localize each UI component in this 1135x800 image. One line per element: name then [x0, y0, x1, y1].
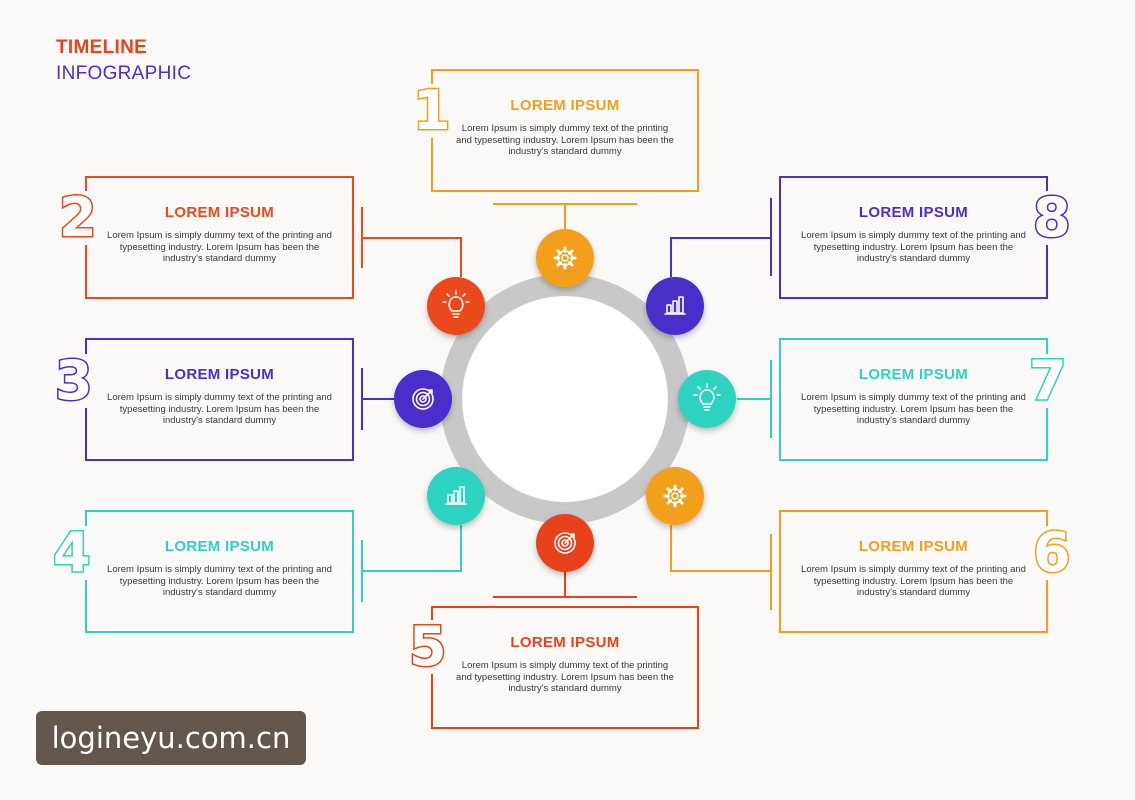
step-circle-2 — [427, 277, 485, 335]
step-number-1: 1 — [412, 79, 453, 142]
step-circle-8 — [646, 277, 704, 335]
lightbulb-icon — [442, 290, 470, 318]
step-title-8: LOREM IPSUM — [858, 204, 969, 221]
step-number-3: 3 — [54, 349, 95, 412]
step-box-4: LOREM IPSUM Lorem Ipsum is simply dummy t… — [85, 510, 354, 633]
step-number-7: 7 — [1028, 349, 1069, 412]
connector-8 — [670, 198, 772, 277]
step-body-2: Lorem Ipsum is simply dummy text of the … — [107, 230, 332, 264]
target-icon — [412, 388, 434, 410]
step-node-7 — [678, 370, 736, 428]
step-circle-4 — [427, 467, 485, 525]
connector-5 — [493, 572, 637, 598]
gear-icon — [663, 484, 687, 508]
step-title-5: LOREM IPSUM — [510, 634, 620, 651]
step-number-8: 8 — [1032, 186, 1073, 249]
step-title-3: LOREM IPSUM — [164, 366, 275, 383]
step-box-5: LOREM IPSUM Lorem Ipsum is simply dummy t… — [431, 606, 699, 729]
step-number-2: 2 — [58, 186, 99, 249]
step-title-7: LOREM IPSUM — [858, 366, 969, 383]
step-box-6: LOREM IPSUM Lorem Ipsum is simply dummy t… — [779, 510, 1048, 633]
watermark-label: logineyu.com.cn — [36, 711, 306, 765]
bar-chart-icon — [664, 296, 686, 315]
step-body-5: Lorem Ipsum is simply dummy text of the … — [456, 660, 674, 694]
step-box-2: LOREM IPSUM Lorem Ipsum is simply dummy t… — [85, 176, 354, 299]
step-body-1: Lorem Ipsum is simply dummy text of the … — [456, 123, 674, 157]
lightbulb-icon — [693, 383, 721, 411]
step-node-5 — [536, 514, 594, 572]
step-title-2: LOREM IPSUM — [164, 204, 275, 221]
title-infographic: INFOGRAPHIC — [56, 63, 192, 84]
step-title-4: LOREM IPSUM — [164, 538, 275, 555]
title-timeline: TIMELINE — [56, 37, 148, 58]
step-body-7: Lorem Ipsum is simply dummy text of the … — [801, 392, 1026, 426]
step-node-8 — [646, 277, 704, 335]
step-circle-7 — [678, 370, 736, 428]
target-icon — [554, 532, 576, 554]
connector-2 — [361, 207, 462, 277]
step-title-6: LOREM IPSUM — [858, 538, 969, 555]
center-disc — [463, 297, 667, 501]
step-body-6: Lorem Ipsum is simply dummy text of the … — [801, 564, 1026, 598]
step-body-4: Lorem Ipsum is simply dummy text of the … — [107, 564, 332, 598]
step-box-7: LOREM IPSUM Lorem Ipsum is simply dummy t… — [779, 338, 1048, 461]
step-node-6 — [646, 467, 704, 525]
step-circle-1 — [536, 229, 594, 287]
step-node-4 — [427, 467, 485, 525]
step-node-1 — [536, 229, 594, 287]
gear-icon — [553, 246, 577, 270]
step-number-5: 5 — [408, 615, 449, 678]
step-box-1: LOREM IPSUM Lorem Ipsum is simply dummy t… — [431, 69, 699, 192]
step-body-8: Lorem Ipsum is simply dummy text of the … — [801, 230, 1026, 264]
connector-1 — [493, 203, 637, 229]
connector-4 — [361, 525, 462, 602]
step-number-6: 6 — [1032, 521, 1073, 584]
bar-chart-icon — [445, 486, 467, 505]
connector-6 — [670, 525, 772, 610]
step-box-8: LOREM IPSUM Lorem Ipsum is simply dummy t… — [779, 176, 1048, 299]
step-box-3: LOREM IPSUM Lorem Ipsum is simply dummy t… — [85, 338, 354, 461]
step-circle-6 — [646, 467, 704, 525]
connector-3 — [361, 368, 394, 430]
step-node-2 — [427, 277, 485, 335]
step-number-4: 4 — [52, 521, 93, 584]
step-title-1: LOREM IPSUM — [510, 97, 620, 114]
step-node-3 — [394, 370, 452, 428]
step-body-3: Lorem Ipsum is simply dummy text of the … — [107, 392, 332, 426]
connector-7 — [737, 360, 772, 438]
